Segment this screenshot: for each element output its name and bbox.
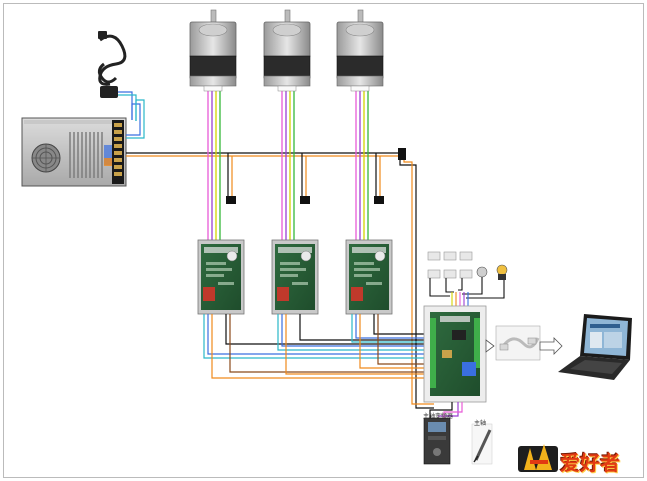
wire-connector [300,196,310,204]
stepper-driver-1 [197,239,245,315]
usb-cable [485,325,563,361]
stepper-motor-2 [263,9,311,92]
stepper-driver-2 [271,239,319,315]
laptop [558,314,632,380]
stepper-motor-1 [189,9,237,92]
spindle-wires [429,402,463,418]
mains-wire-cyan [126,99,145,139]
limit-switches [427,251,508,312]
motor-wires-2 [281,90,295,240]
logo-mark [518,444,558,472]
motor-wires-1 [207,90,221,240]
motor-wires-3 [355,90,369,240]
spindle-motor [471,423,493,465]
mains-wire-blue [126,103,141,136]
diagram-frame [3,3,644,478]
switching-power-supply [21,117,127,187]
spindle-label: 主轴 [474,420,487,427]
power-cable [97,31,137,121]
wire-connector [226,196,236,204]
motion-control-board [423,305,487,403]
driver-signal-wires [203,314,434,379]
logo-text: 爱好者 [560,451,620,475]
dc-power-bus [126,152,434,409]
stepper-motor-3 [336,9,384,92]
inverter-label: 主轴变频器 [423,413,454,420]
spindle-inverter [423,417,451,465]
wire-connector [374,196,384,204]
bus-connector [398,148,406,160]
stepper-driver-3 [345,239,393,315]
